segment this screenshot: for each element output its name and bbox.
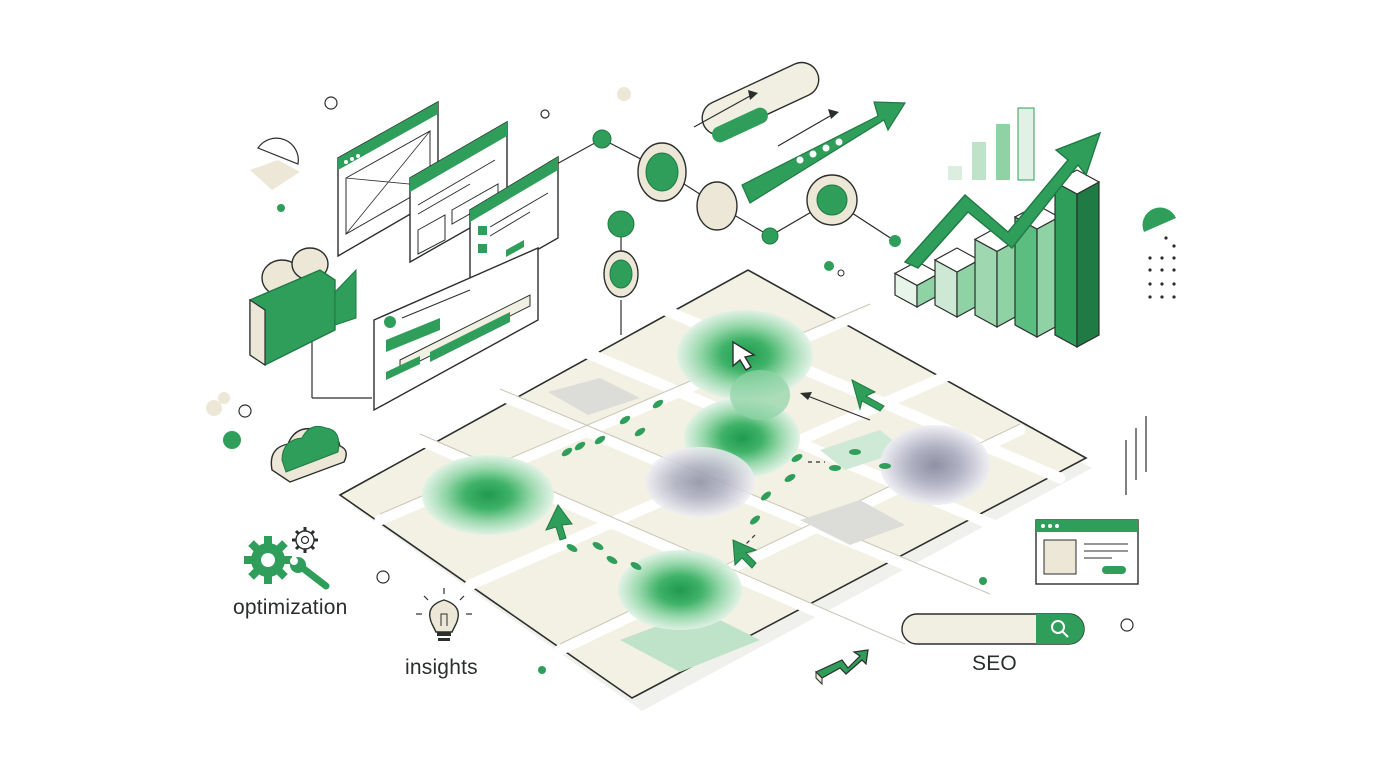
heat-spot [880, 425, 990, 505]
heat-spot [422, 455, 554, 535]
bar-chart-icon [893, 107, 1101, 349]
lightbulb-icon [416, 588, 472, 641]
bar [974, 238, 998, 329]
heat-spot [645, 447, 755, 517]
heat-spot [618, 550, 742, 630]
search-bar [901, 613, 1085, 645]
browser-window-icon [409, 120, 508, 264]
optimization-label: optimization [233, 596, 348, 619]
funnel-nodes [592, 129, 901, 298]
wrench-icon [290, 557, 330, 590]
browser-window-icon [469, 155, 559, 290]
video-camera-icon [249, 247, 357, 367]
bar [1054, 180, 1078, 349]
footprints-icon [561, 399, 891, 570]
trend-arrow-icon [903, 131, 1102, 269]
seo-label: SEO [972, 652, 1017, 675]
heatmap-map [338, 269, 1092, 711]
search-icon [1051, 620, 1069, 638]
trend-arrow-icon [814, 649, 869, 686]
browser-window-icon [337, 100, 439, 258]
insights-label: insights [405, 656, 478, 679]
browser-window-icon [1035, 519, 1139, 585]
bar-side [1076, 180, 1100, 349]
progress-slider [701, 61, 820, 143]
cursor-arrow-icon [732, 340, 756, 371]
cloud-icon [270, 425, 347, 483]
decorative-shapes [206, 87, 1176, 674]
form-panel [373, 246, 539, 412]
gears-icon [244, 527, 318, 584]
trend-arrow-icon [741, 101, 907, 204]
cursor-arrow-icon [545, 379, 885, 569]
